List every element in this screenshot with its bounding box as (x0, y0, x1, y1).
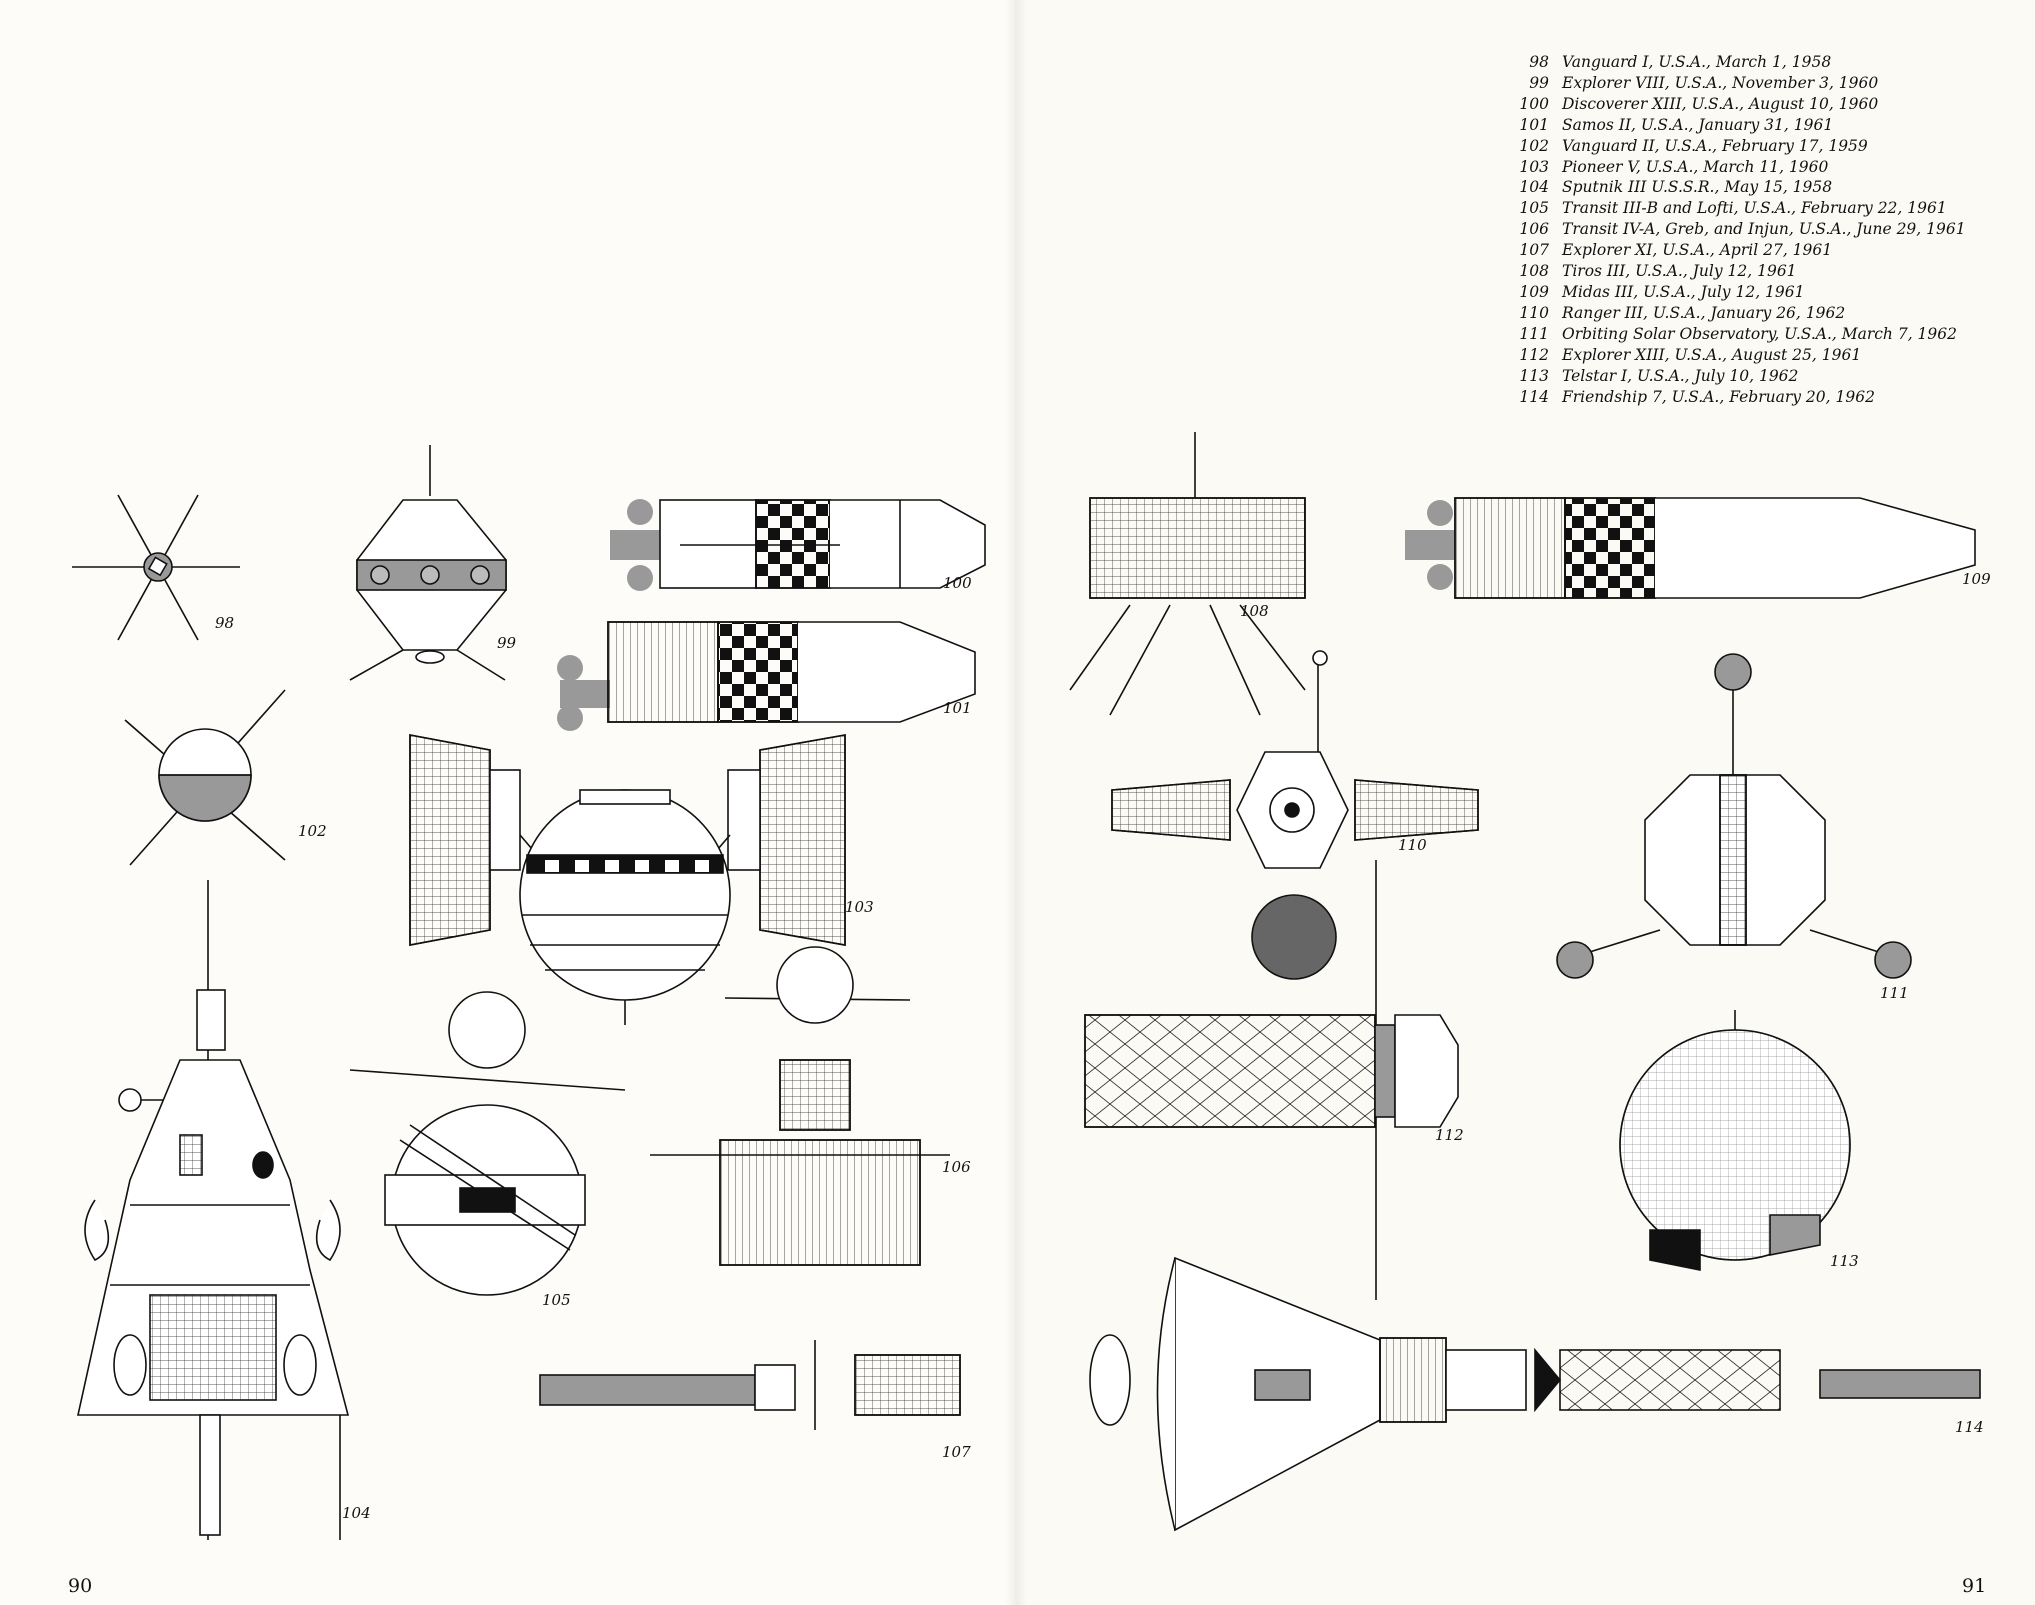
ranger-iii-figure (1111, 665, 1479, 1300)
caption-text: Sputnik III U.S.S.R., May 15, 1958 (1562, 178, 1833, 197)
vanguard-i-figure (72, 494, 240, 641)
figure-label-110: 110 (1398, 836, 1427, 854)
caption-item: 109 Midas III, U.S.A., July 12, 1961 (1505, 282, 1966, 303)
pioneer-v-figure (409, 734, 846, 1025)
page-number-left: 90 (68, 1575, 93, 1597)
caption-number: 109 (1519, 282, 1549, 301)
caption-item: 105 Transit III-B and Lofti, U.S.A., Febr… (1505, 198, 1966, 219)
caption-text: Transit IV-A, Greb, and Injun, U.S.A., J… (1562, 220, 1966, 239)
caption-number: 113 (1519, 366, 1549, 385)
caption-item: 112 Explorer XIII, U.S.A., August 25, 196… (1505, 345, 1966, 366)
figure-label-107: 107 (942, 1443, 971, 1461)
caption-number: 103 (1519, 157, 1549, 176)
caption-text: Discoverer XIII, U.S.A., August 10, 1960 (1562, 94, 1879, 113)
figure-label-100: 100 (943, 574, 972, 592)
caption-number: 114 (1519, 387, 1549, 406)
caption-number: 112 (1519, 345, 1549, 364)
figure-label-109: 109 (1962, 570, 1991, 588)
caption-item: 113 Telstar I, U.S.A., July 10, 1962 (1505, 366, 1966, 387)
caption-item: 114 Friendship 7, U.S.A., February 20, 19… (1505, 387, 1966, 408)
transit-iii-b-figure (349, 991, 626, 1296)
figure-label-104: 104 (342, 1504, 371, 1522)
caption-text: Pioneer V, U.S.A., March 11, 1960 (1562, 157, 1829, 176)
figure-label-99: 99 (497, 634, 517, 652)
caption-number: 99 (1529, 73, 1549, 92)
oso-figure (1556, 653, 1912, 979)
caption-text: Ranger III, U.S.A., January 26, 1962 (1562, 303, 1846, 322)
discoverer-xiii-figure (610, 499, 986, 591)
caption-number: 102 (1519, 136, 1549, 155)
caption-text: Explorer XI, U.S.A., April 27, 1961 (1562, 241, 1833, 260)
caption-text: Telstar I, U.S.A., July 10, 1962 (1562, 366, 1799, 385)
caption-text: Orbiting Solar Observatory, U.S.A., Marc… (1562, 324, 1957, 343)
caption-text: Friendship 7, U.S.A., February 20, 1962 (1562, 387, 1875, 406)
figure-label-113: 113 (1830, 1252, 1859, 1270)
caption-number: 106 (1519, 220, 1549, 239)
caption-number: 111 (1519, 324, 1549, 343)
caption-item: 106 Transit IV-A, Greb, and Injun, U.S.A.… (1505, 219, 1966, 240)
telstar-i-figure (1619, 1010, 1851, 1271)
figure-label-111: 111 (1880, 984, 1909, 1002)
figure-label-101: 101 (943, 699, 972, 717)
caption-text: Vanguard I, U.S.A., March 1, 1958 (1562, 53, 1832, 71)
caption-item: 110 Ranger III, U.S.A., January 26, 1962 (1505, 303, 1966, 324)
figure-label-108: 108 (1240, 602, 1269, 620)
caption-number: 98 (1529, 53, 1549, 71)
caption-item: 103 Pioneer V, U.S.A., March 11, 1960 (1505, 157, 1966, 178)
caption-item: 98 Vanguard I, U.S.A., March 1, 1958 (1505, 52, 1966, 73)
transit-iv-a-figure (650, 946, 950, 1266)
tiros-iii-figure (1069, 432, 1328, 716)
figure-label-112: 112 (1435, 1126, 1464, 1144)
samos-ii-figure (557, 621, 976, 731)
figure-label-114: 114 (1955, 1418, 1984, 1436)
friendship-7-figure (1089, 1256, 1981, 1532)
caption-number: 104 (1519, 178, 1549, 197)
caption-number: 108 (1519, 262, 1549, 281)
midas-iii-figure (1405, 497, 1976, 599)
explorer-xiii-figure (1084, 1014, 1459, 1128)
page-number-right: 91 (1962, 1575, 1987, 1597)
caption-item: 99 Explorer VIII, U.S.A., November 3, 196… (1505, 73, 1966, 94)
vanguard-ii-figure (124, 689, 286, 866)
caption-item: 101 Samos II, U.S.A., January 31, 1961 (1505, 115, 1966, 136)
explorer-viii-figure (349, 445, 507, 681)
caption-text: Tiros III, U.S.A., July 12, 1961 (1562, 262, 1797, 281)
caption-number: 105 (1519, 199, 1549, 218)
caption-item: 108 Tiros III, U.S.A., July 12, 1961 (1505, 261, 1966, 282)
caption-number: 107 (1519, 241, 1549, 260)
caption-text: Transit III-B and Lofti, U.S.A., Februar… (1562, 199, 1947, 218)
caption-text: Explorer XIII, U.S.A., August 25, 1961 (1562, 345, 1862, 364)
book-gutter (1005, 0, 1027, 1605)
caption-item: 111 Orbiting Solar Observatory, U.S.A., M… (1505, 324, 1966, 345)
caption-item: 104 Sputnik III U.S.S.R., May 15, 1958 (1505, 177, 1966, 198)
figure-label-106: 106 (942, 1158, 971, 1176)
figure-labels: 98 99 100 101 102 103 104 105 106 107 10… (215, 570, 1991, 1522)
figure-label-105: 105 (542, 1291, 571, 1309)
figure-label-102: 102 (298, 822, 327, 840)
caption-number: 101 (1519, 115, 1549, 134)
caption-item: 100 Discoverer XIII, U.S.A., August 10, 1… (1505, 94, 1966, 115)
caption-text: Samos II, U.S.A., January 31, 1961 (1562, 115, 1834, 134)
caption-number: 100 (1519, 94, 1549, 113)
explorer-xi-figure (539, 1340, 961, 1430)
caption-item: 102 Vanguard II, U.S.A., February 17, 195… (1505, 136, 1966, 157)
caption-text: Explorer VIII, U.S.A., November 3, 1960 (1562, 73, 1879, 92)
caption-text: Midas III, U.S.A., July 12, 1961 (1562, 282, 1805, 301)
figure-label-98: 98 (215, 614, 234, 632)
caption-number: 110 (1519, 303, 1549, 322)
figure-label-103: 103 (845, 898, 874, 916)
sputnik-iii-figure (77, 880, 350, 1540)
caption-item: 107 Explorer XI, U.S.A., April 27, 1961 (1505, 240, 1966, 261)
caption-text: Vanguard II, U.S.A., February 17, 1959 (1562, 136, 1868, 155)
